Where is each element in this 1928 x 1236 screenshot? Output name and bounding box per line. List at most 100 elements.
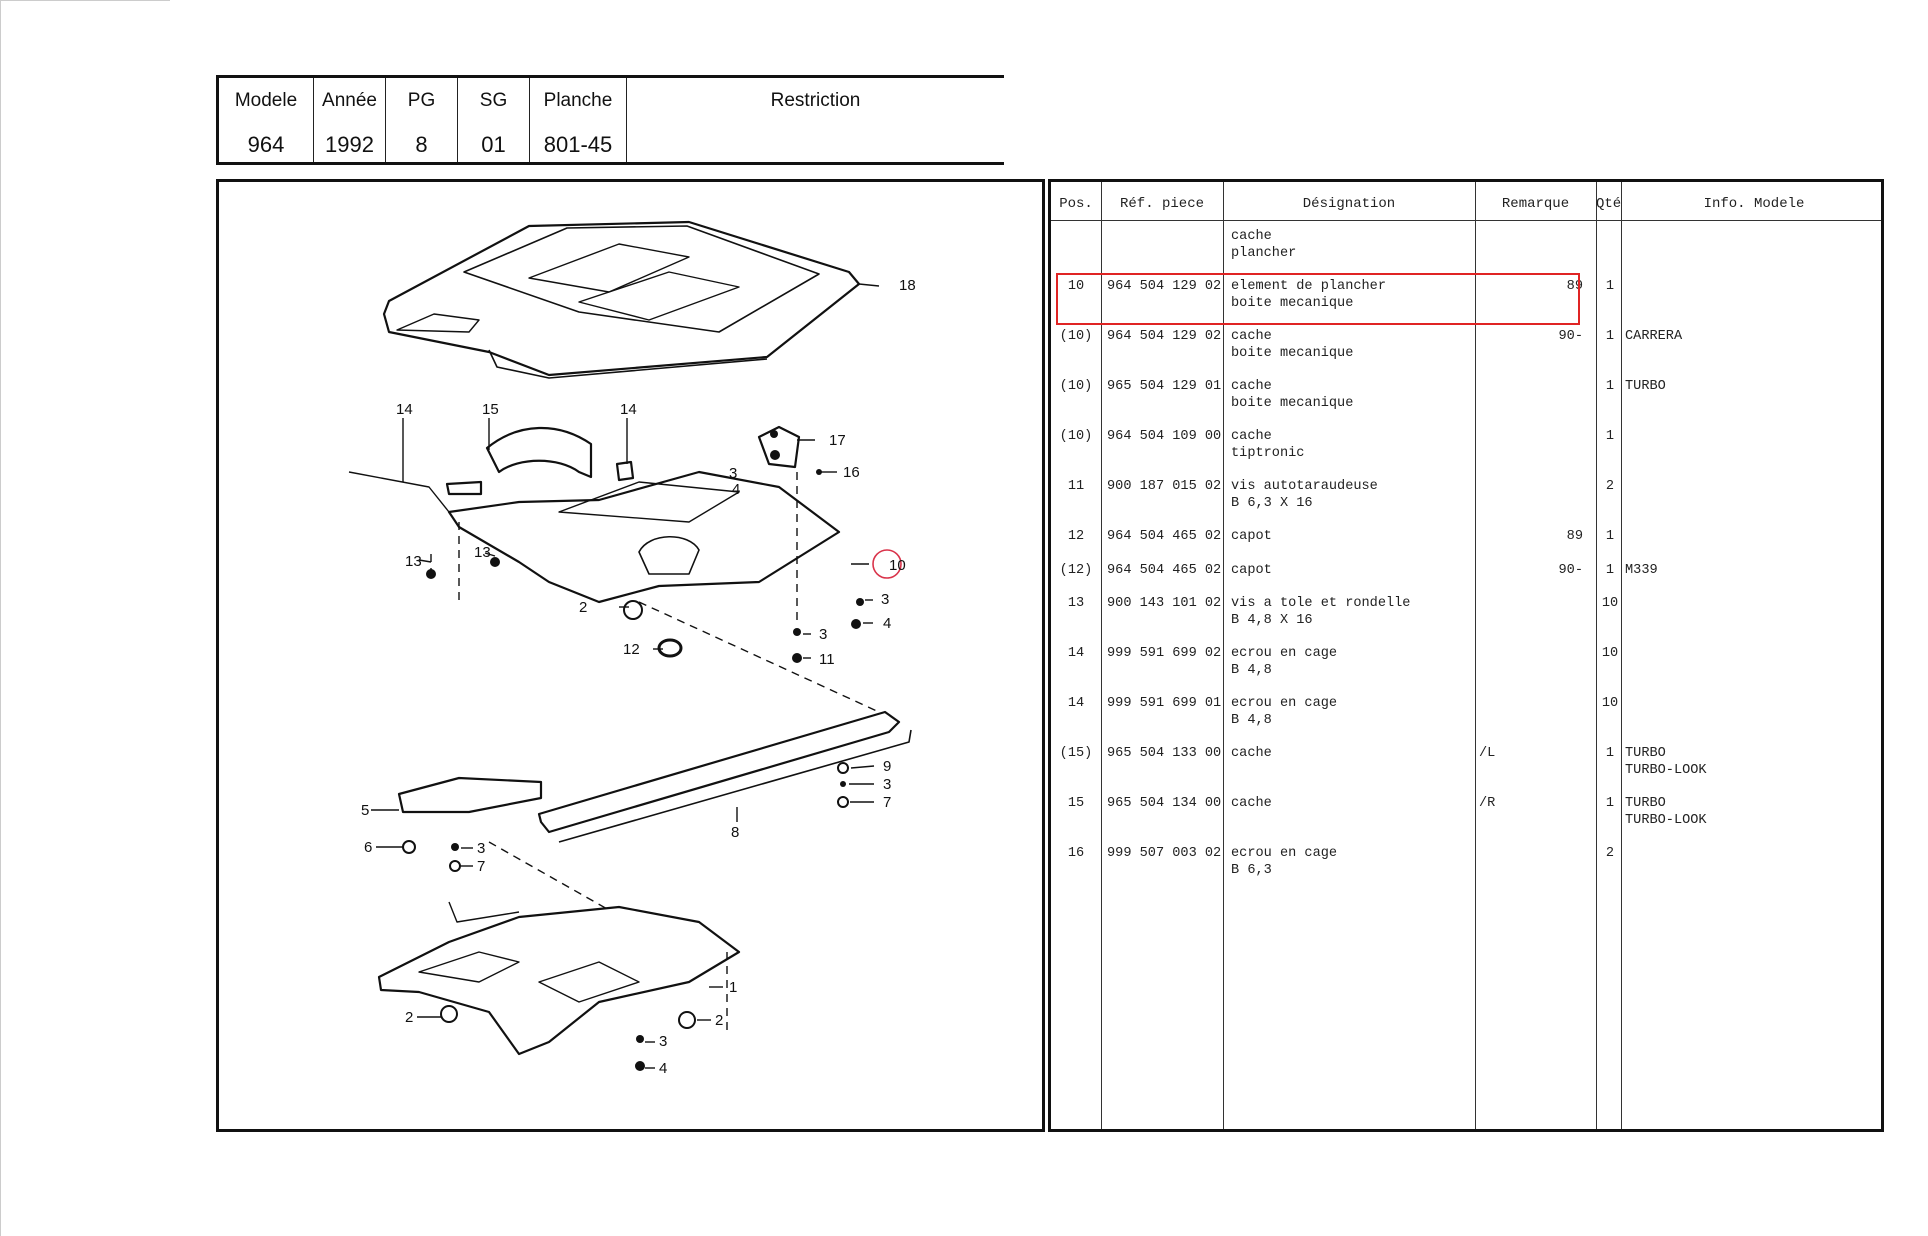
cell-qte: 1 (1605, 379, 1615, 394)
callout-1: 1 (729, 979, 737, 996)
cell-qte: 1 (1605, 563, 1615, 578)
cell-qte: 1 (1605, 329, 1615, 344)
cell-pos: 16 (1067, 846, 1085, 861)
part-10-gearbox-cover (447, 470, 841, 604)
header-value: 01 (481, 132, 506, 157)
cell-designation: vis a tole et rondelle (1231, 596, 1411, 611)
fastener-3b (856, 598, 864, 606)
cell-qte: 10 (1601, 596, 1619, 611)
cell-designation: plancher (1231, 246, 1297, 261)
callout-8: 8 (731, 824, 739, 841)
header-value: 964 (247, 132, 285, 157)
callout-14: 14 (620, 401, 637, 418)
cell-qte: 1 (1605, 279, 1615, 294)
header-value: 8 (415, 132, 428, 157)
part-15-cover (485, 426, 593, 479)
cell-info-modele: CARRERA (1625, 329, 1683, 344)
fastener-3a (793, 628, 801, 636)
column-divider (1223, 182, 1224, 1129)
cell-designation: vis autotaraudeuse (1231, 479, 1378, 494)
diagram-drawing: 1814151417316413131023412311937563781223… (348, 220, 916, 1077)
cell-pos: (15) (1059, 746, 1093, 761)
part-17-bracket (757, 425, 801, 469)
cell-ref: 999 591 699 01 (1107, 696, 1222, 711)
fastener-2c (678, 1011, 696, 1029)
cell-qte: 1 (1605, 429, 1615, 444)
callout-7: 7 (883, 794, 891, 811)
fastener-3c (451, 843, 459, 851)
cell-designation: cache (1231, 429, 1272, 444)
cell-info-modele: TURBO (1625, 746, 1666, 761)
cell-qte: 1 (1605, 746, 1615, 761)
callout-5: 5 (361, 802, 369, 819)
callout-2: 2 (579, 599, 587, 616)
callout-12: 12 (623, 641, 640, 658)
part-18-floor-panel (382, 220, 861, 377)
cell-ref: 999 591 699 02 (1107, 646, 1222, 661)
cell-designation: capot (1231, 563, 1272, 578)
cell-info-modele: TURBO-LOOK (1625, 813, 1707, 828)
callout-3: 3 (477, 840, 485, 857)
callout-14: 14 (396, 401, 413, 418)
cell-remarque: /R (1479, 796, 1496, 811)
cell-ref: 999 507 003 02 (1107, 846, 1222, 861)
column-divider (1596, 182, 1597, 1129)
cell-info-modele: TURBO-LOOK (1625, 763, 1707, 778)
cell-ref: 964 504 465 02 (1107, 529, 1222, 544)
part-1-underbody (377, 905, 741, 1056)
cell-pos: 11 (1067, 479, 1085, 494)
cell-ref: 965 504 133 00 (1107, 746, 1222, 761)
column-header-designation: Désignation (1302, 196, 1396, 212)
cell-designation: ecrou en cage (1231, 646, 1338, 661)
table-row: cache plancher (1051, 228, 1881, 262)
cell-ref: 964 504 129 02 (1107, 329, 1222, 344)
cell-designation: cache (1231, 229, 1272, 244)
callout-4: 4 (732, 481, 740, 498)
cell-qte: 10 (1601, 646, 1619, 661)
cell-ref: 965 504 129 01 (1107, 379, 1222, 394)
column-header-qte: Qté (1596, 196, 1622, 212)
cell-pos: 14 (1067, 696, 1085, 711)
fastener-4b (635, 1061, 645, 1071)
callout-16: 16 (843, 464, 860, 481)
callout-11: 11 (819, 651, 835, 668)
scan-edge-left (0, 0, 1, 1236)
cell-qte: 10 (1601, 696, 1619, 711)
cell-designation: capot (1231, 529, 1272, 544)
highlighted-row-marker (1056, 273, 1580, 325)
cell-qte: 1 (1605, 796, 1615, 811)
column-header-ref: Réf. piece (1119, 196, 1204, 212)
cell-designation: B 6,3 X 16 (1231, 496, 1313, 511)
cell-info-modele: TURBO (1625, 379, 1666, 394)
header-label: Planche (543, 90, 613, 111)
fastener-13b (490, 557, 500, 567)
cell-designation: ecrou en cage (1231, 696, 1338, 711)
fastener-7a (837, 796, 849, 808)
cell-designation: tiptronic (1231, 446, 1305, 461)
callout-17: 17 (829, 432, 846, 449)
cell-pos: (10) (1059, 329, 1093, 344)
cell-remarque: 89 (1566, 529, 1583, 544)
fastener-6 (402, 840, 416, 854)
callout-3: 3 (881, 591, 889, 608)
callout-18: 18 (899, 277, 916, 294)
column-divider (1621, 182, 1622, 1129)
fastener-3d (636, 1035, 644, 1043)
cell-qte: 2 (1605, 846, 1615, 861)
circled-callout-10-marker (872, 549, 902, 579)
callout-13: 13 (405, 553, 422, 570)
cell-ref: 965 504 134 00 (1107, 796, 1222, 811)
cell-designation: boite mecanique (1231, 296, 1354, 311)
cell-pos: 10 (1067, 279, 1085, 294)
